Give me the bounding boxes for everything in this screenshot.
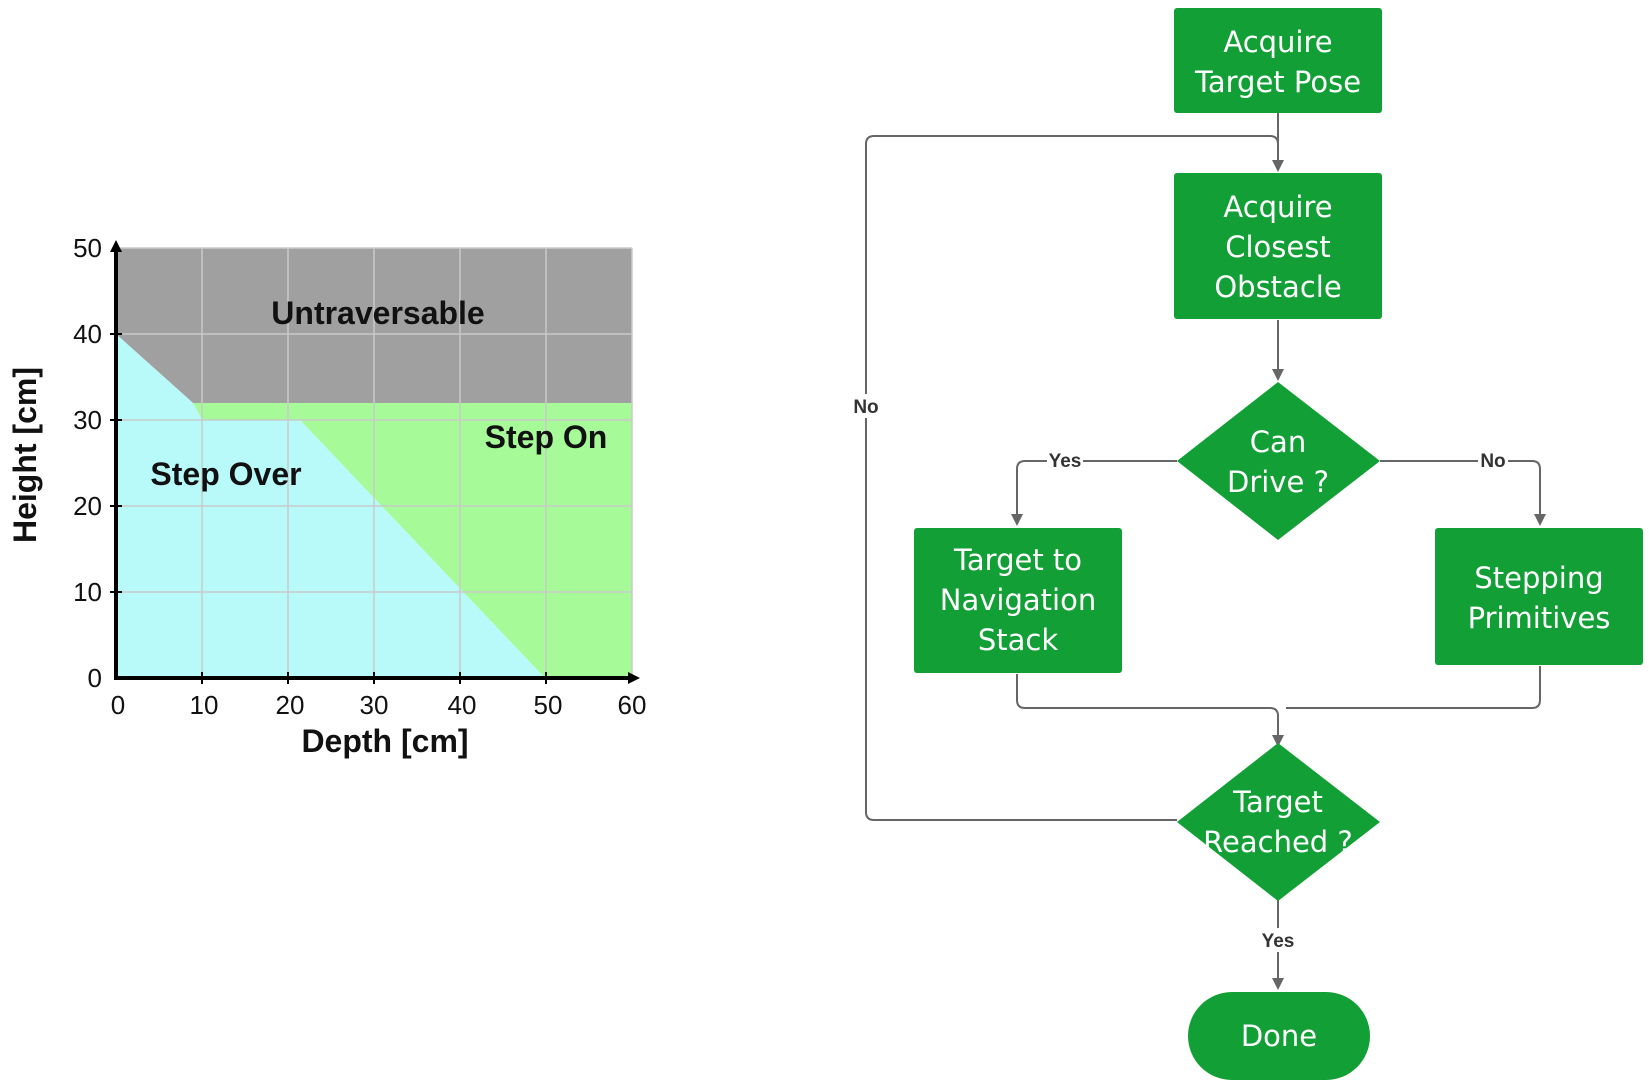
x-ticks	[201, 672, 547, 684]
node-acquire-target-pose	[1174, 8, 1382, 113]
node-acquire-closest-obstacle	[1174, 173, 1382, 319]
y-axis-label: Height [cm]	[7, 367, 43, 543]
chart-grid	[116, 247, 633, 678]
node-label: Acquire	[1223, 190, 1332, 224]
edge-reached-no-loop	[865, 135, 1279, 821]
node-label: Can	[1250, 425, 1306, 459]
terminal-done	[1188, 992, 1370, 1080]
edge-stepping-to-merge	[1286, 666, 1541, 709]
region-step-on	[193, 403, 632, 678]
x-tick-label: 0	[111, 690, 125, 720]
y-tick-label: 40	[73, 319, 102, 349]
region-label-step-over: Step Over	[150, 456, 301, 492]
decision-can-drive	[1177, 382, 1380, 540]
node-label: Drive ?	[1227, 465, 1329, 499]
x-tick-label: 20	[276, 690, 305, 720]
y-tick-label: 0	[88, 663, 102, 693]
node-label: Obstacle	[1214, 270, 1341, 304]
edge-nav-to-merge	[1016, 674, 1284, 747]
x-axis-label: Depth [cm]	[301, 723, 468, 759]
y-axis-arrow	[110, 240, 122, 252]
edge-label-no-drive: No	[1480, 451, 1505, 472]
node-label: Target to	[953, 543, 1082, 577]
flowchart: Yes No No Yes Acquire Target Pose Acquir…	[850, 8, 1643, 1080]
edge-can-drive-yes	[1011, 460, 1177, 526]
y-tick-label: 30	[73, 405, 102, 435]
node-target-to-navigation-stack	[914, 528, 1122, 673]
x-tick-label: 10	[190, 690, 219, 720]
region-label-untraversable: Untraversable	[271, 295, 484, 331]
edge-label-bg	[1478, 449, 1508, 471]
region-label-step-on: Step On	[485, 419, 608, 455]
node-label: Reached ?	[1203, 825, 1353, 859]
edge-label-bg	[1047, 449, 1083, 471]
node-label: Target Pose	[1194, 65, 1361, 99]
edge-label-bg	[850, 394, 882, 418]
node-label: Navigation	[940, 583, 1096, 617]
node-label: Closest	[1225, 230, 1330, 264]
node-label: Stepping	[1474, 561, 1603, 595]
node-label: Primitives	[1468, 601, 1611, 635]
node-label: Done	[1241, 1019, 1317, 1053]
node-label: Target	[1232, 785, 1323, 819]
node-label: Stack	[978, 623, 1058, 657]
traversability-chart: 0 10 20 30 40 50 60 0 10 20 30 40 50 Dep…	[7, 233, 646, 759]
x-tick-label: 50	[534, 690, 563, 720]
y-tick-label: 50	[73, 233, 102, 263]
y-tick-label: 10	[73, 577, 102, 607]
edge-label-no-reached: No	[853, 397, 878, 418]
x-axis-arrow	[628, 672, 640, 684]
x-tick-label: 40	[448, 690, 477, 720]
x-tick-label: 30	[360, 690, 389, 720]
edge-label-yes-drive: Yes	[1049, 451, 1082, 472]
node-label: Acquire	[1223, 25, 1332, 59]
x-tick-label: 60	[618, 690, 647, 720]
edge-can-drive-no	[1380, 460, 1546, 526]
y-ticks	[110, 333, 122, 593]
y-tick-label: 20	[73, 491, 102, 521]
decision-target-reached	[1177, 743, 1380, 901]
edge-label-yes-reached: Yes	[1262, 931, 1295, 952]
node-stepping-primitives	[1435, 528, 1643, 665]
edge-label-bg	[1258, 928, 1298, 952]
